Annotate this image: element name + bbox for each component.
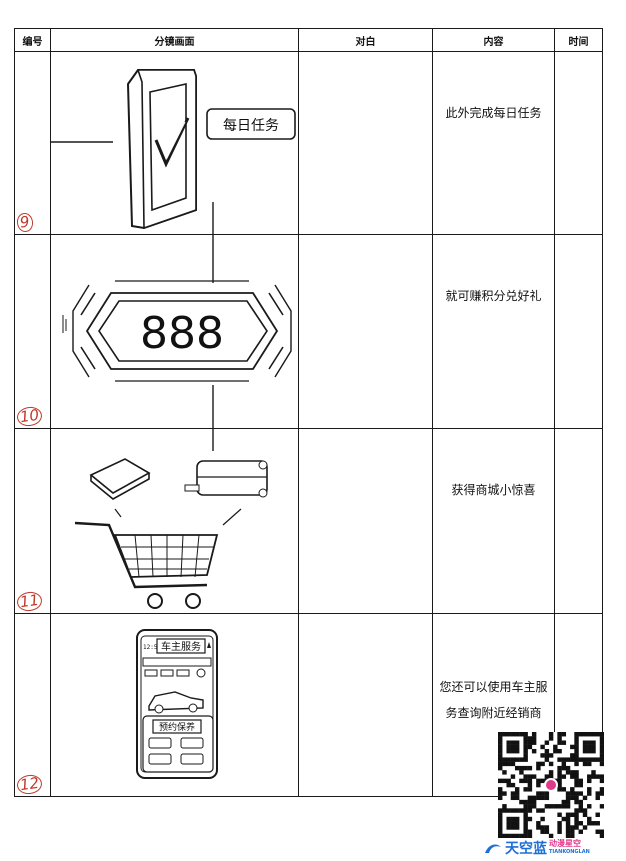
brand-logo-icon bbox=[485, 844, 501, 853]
shot-panel bbox=[50, 428, 299, 614]
table-row: 12 12:59 车主服务 bbox=[14, 613, 603, 797]
suitcase-icon bbox=[184, 460, 268, 498]
brand-cn: 动漫星空 bbox=[549, 839, 581, 848]
shot-panel: 每日任务 bbox=[50, 51, 299, 235]
header-number: 编号 bbox=[14, 28, 51, 52]
shot-number: 12 bbox=[15, 773, 44, 796]
points-value: 888 bbox=[140, 308, 224, 359]
daily-task-label-box bbox=[206, 108, 296, 140]
brand-sub: 动漫星空 TIANKONGLAN bbox=[549, 840, 590, 856]
storyboard-table: 编号 分镜画面 对白 内容 时间 9 bbox=[14, 28, 603, 797]
header-content: 内容 bbox=[432, 28, 555, 52]
content-cell: 此外完成每日任务 bbox=[432, 51, 555, 235]
content-line: 务查询附近经销商 bbox=[445, 706, 542, 720]
shot-number: 9 bbox=[15, 212, 34, 233]
shot-panel: 888 bbox=[50, 234, 299, 429]
shot-number: 11 bbox=[15, 590, 44, 613]
dialogue-cell bbox=[298, 428, 433, 614]
shot-panel: 12:59 车主服务 预约保养 bbox=[50, 613, 299, 797]
header-time: 时间 bbox=[554, 28, 603, 52]
brand-watermark: 天空蓝 动漫星空 TIANKONGLAN bbox=[483, 838, 623, 858]
table-row: 11 bbox=[14, 428, 603, 614]
shot-number: 10 bbox=[15, 405, 44, 428]
table-row: 10 888 就可赚积分兑好礼 bbox=[14, 234, 603, 429]
time-cell bbox=[554, 234, 603, 429]
book-icon bbox=[89, 458, 151, 500]
qr-center-logo bbox=[544, 778, 558, 792]
brand-name: 天空蓝 bbox=[505, 841, 547, 857]
shot-number-cell: 11 bbox=[14, 428, 51, 614]
brand-en: TIANKONGLAN bbox=[549, 849, 590, 855]
content-text: 就可赚积分兑好礼 bbox=[445, 289, 542, 303]
phone-title: 车主服务 bbox=[161, 640, 201, 653]
points-display-sketch: 888 bbox=[62, 235, 292, 429]
table-row: 9 每日任务 此外 bbox=[14, 51, 603, 235]
header-shot: 分镜画面 bbox=[50, 28, 299, 52]
shot-number-cell: 10 bbox=[14, 234, 51, 429]
header-dialogue: 对白 bbox=[298, 28, 433, 52]
content-text: 此外完成每日任务 bbox=[445, 106, 542, 120]
booking-button-label: 预约保养 bbox=[159, 721, 195, 733]
shot-number-cell: 9 bbox=[14, 51, 51, 235]
content-cell: 就可赚积分兑好礼 bbox=[432, 234, 555, 429]
phone-time: 12:59 bbox=[143, 644, 161, 651]
content-text: 获得商城小惊喜 bbox=[451, 483, 536, 497]
header-row: 编号 分镜画面 对白 内容 时间 bbox=[14, 28, 603, 52]
shopping-cart-icon bbox=[74, 521, 219, 609]
time-cell bbox=[554, 51, 603, 235]
time-cell bbox=[554, 428, 603, 614]
content-cell: 获得商城小惊喜 bbox=[432, 428, 555, 614]
dialogue-cell bbox=[298, 51, 433, 235]
qr-code bbox=[498, 732, 604, 838]
shot-number-cell: 12 bbox=[14, 613, 51, 797]
content-line: 您还可以使用车主服 bbox=[439, 680, 548, 694]
daily-task-label: 每日任务 bbox=[223, 118, 279, 134]
content-text: 您还可以使用车主服 务查询附近经销商 bbox=[433, 614, 554, 726]
checkmark-tablet-sketch: 每日任务 bbox=[51, 69, 296, 235]
dialogue-cell bbox=[298, 613, 433, 797]
phone-icon: 12:59 车主服务 预约保养 bbox=[136, 629, 218, 779]
shopping-cart-sketch bbox=[74, 429, 268, 609]
dialogue-cell bbox=[298, 234, 433, 429]
phone-app-sketch: 12:59 车主服务 预约保养 bbox=[136, 629, 218, 779]
